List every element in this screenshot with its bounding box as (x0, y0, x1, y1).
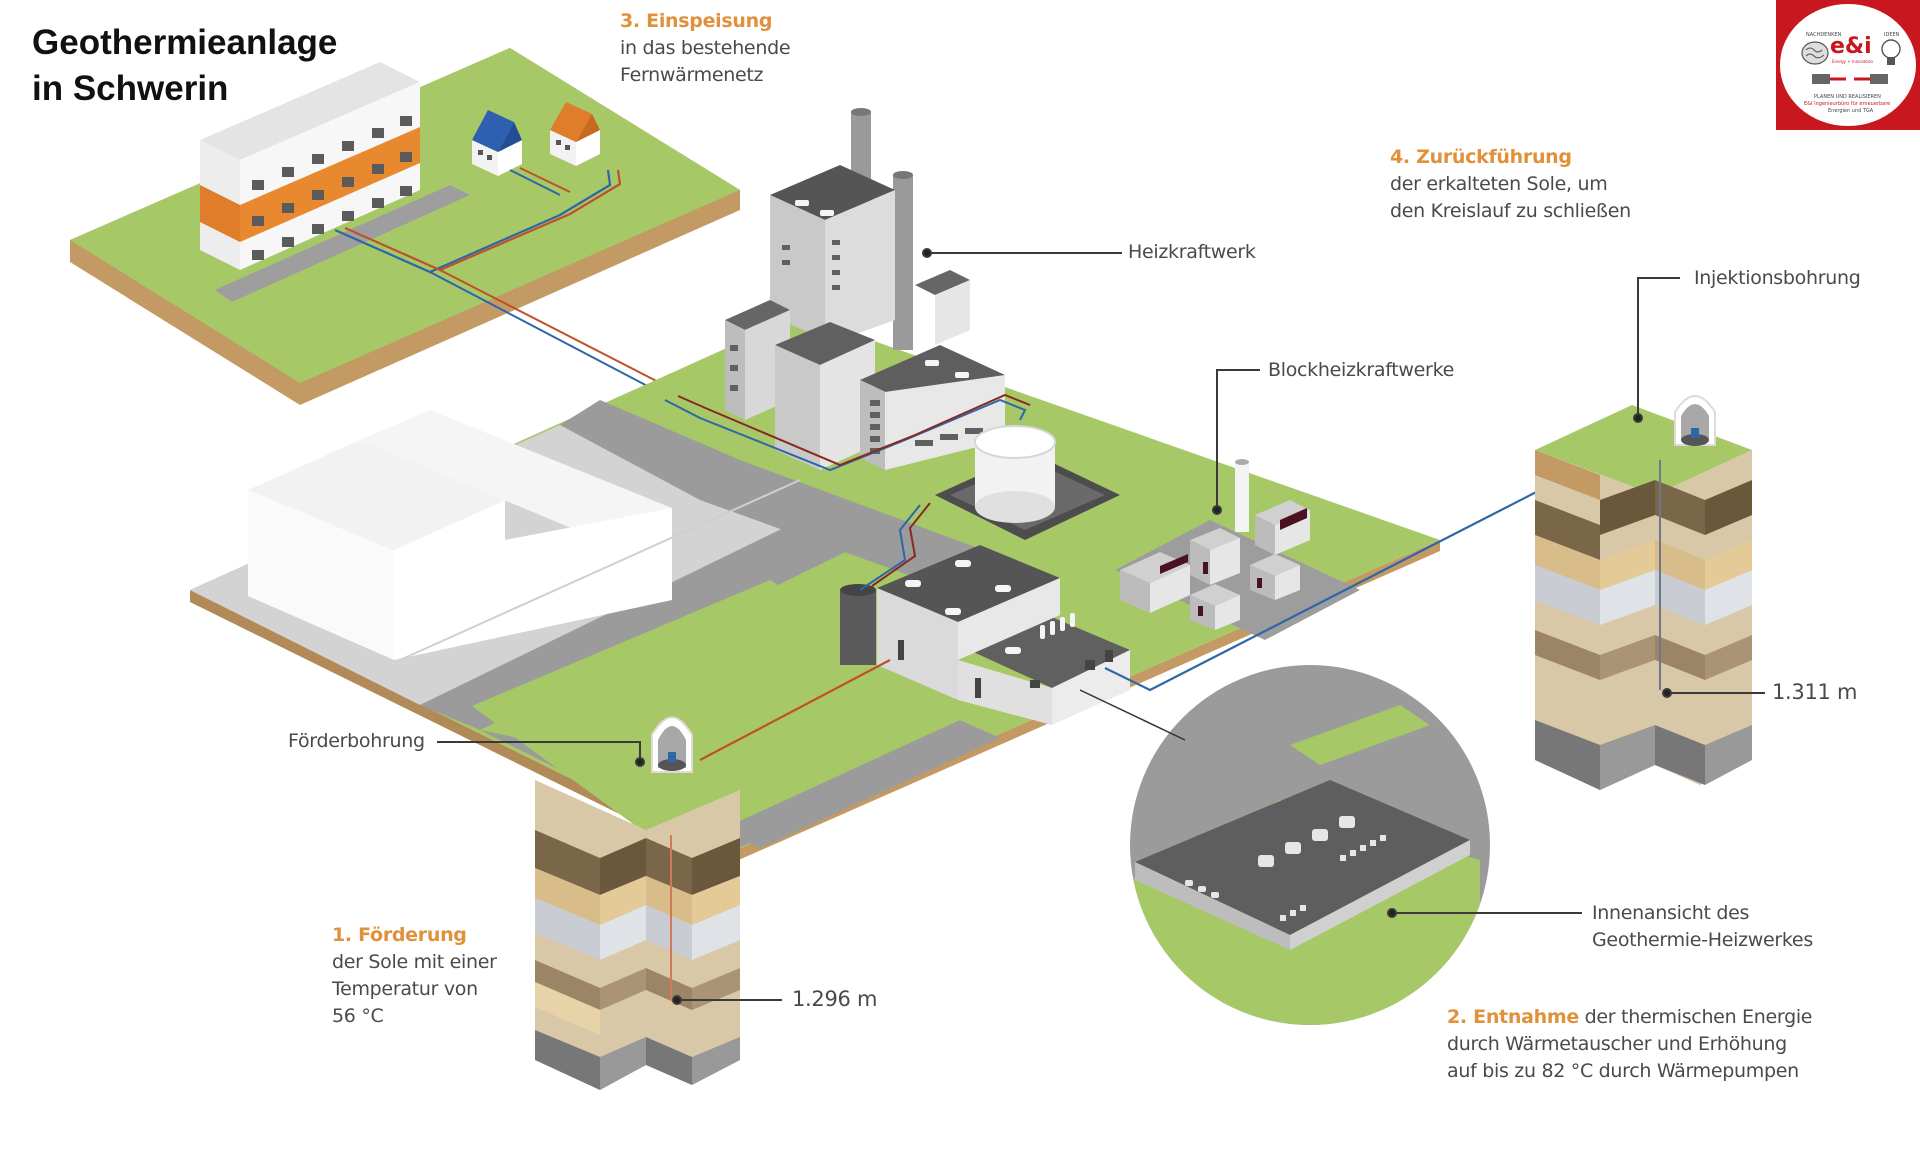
residential-road (215, 185, 470, 302)
residential-plot (70, 48, 740, 405)
blockheizkraftwerke-area (1115, 459, 1360, 640)
silo (840, 590, 876, 665)
callout-innenansicht-line-2: Geothermie-Heizwerkes (1592, 929, 1813, 951)
callout-injektionsbohrung: Injektionsbohrung (1694, 267, 1861, 289)
pipe-heizwerk-plant-cold (859, 504, 921, 591)
callout-innenansicht: Innenansicht des Geothermie-Heizwerkes (1592, 900, 1813, 954)
pipe-hot-to-production (699, 659, 891, 761)
road-bottom-right (720, 720, 1000, 848)
callout-depth-production: 1.296 m (792, 987, 878, 1011)
step-entnahme-heading: 2. Entnahme (1447, 1006, 1579, 1028)
leader-blockheizkraftwerke (1216, 369, 1260, 510)
callout-lines (437, 248, 1765, 1005)
page-title: Geothermieanlage in Schwerin (32, 20, 337, 112)
step-entnahme-line-0: der thermischen Energie (1578, 1006, 1813, 1028)
pipe-hot-house (519, 167, 571, 193)
platform-soil-left (190, 590, 725, 866)
storage-tank (935, 425, 1120, 540)
injection-wellhead (1674, 395, 1716, 446)
logo-line-1: PLANEN UND REALISIEREN (1814, 94, 1881, 100)
bhkw-unit (1255, 500, 1310, 555)
interior-view-magnifier (1079, 665, 1490, 1025)
bhkw-unit (1120, 552, 1190, 613)
step-foerderung-line-1: der Sole mit einer (332, 951, 497, 973)
fence (399, 479, 801, 661)
chimney-second (893, 175, 913, 350)
geothermie-heizwerk-building (840, 545, 1130, 725)
bhkw-unit (1190, 528, 1240, 585)
bhkw-unit (1250, 554, 1300, 600)
callout-innenansicht-line-1: Innenansicht des (1592, 902, 1750, 924)
pipe-cold-residential (334, 169, 612, 274)
apartment-block (200, 62, 420, 270)
step-foerderung-line-2: Temperatur von (332, 978, 478, 1000)
step-foerderung: 1. Förderung der Sole mit einer Temperat… (332, 922, 497, 1030)
green-parcel-lower (472, 580, 960, 840)
production-borehole-column (535, 780, 740, 1090)
step-zurueckfuehrung-line-1: der erkalteten Sole, um (1390, 173, 1608, 195)
logo-top-left: NACHDENKEN (1806, 32, 1842, 38)
leader-injektionsbohrung (1637, 277, 1680, 418)
step-einspeisung-heading: 3. Einspeisung (620, 10, 773, 32)
house-orange-roof (550, 102, 600, 166)
step-entnahme: 2. Entnahme der thermischen Energie durc… (1447, 1004, 1813, 1085)
plug-icon (1812, 74, 1888, 84)
callout-foerderbohrung: Förderbohrung (288, 730, 425, 752)
step-entnahme-line-1: durch Wärmetauscher und Erhöhung (1447, 1033, 1787, 1055)
step-einspeisung-line-2: Fernwärmenetz (620, 64, 764, 86)
production-wellhead (651, 716, 693, 773)
title-line-1: Geothermieanlage (32, 23, 338, 62)
step-zurueckfuehrung-heading: 4. Zurückführung (1390, 146, 1572, 168)
injection-top-grass (1535, 405, 1752, 495)
step-einspeisung: 3. Einspeisung in das bestehende Fernwär… (620, 8, 791, 89)
logo-mark: e&i (1830, 34, 1872, 59)
leader-foerderbohrung (437, 741, 641, 762)
logo-line-2: E&I Ingenieurbüro für erneuerbare (1804, 101, 1891, 107)
pipe-hot-residential (344, 169, 622, 272)
logo-top-right: IDEEN (1884, 32, 1900, 38)
logo-badge: NACHDENKEN IDEEN e&i Energy + Innovation… (1780, 4, 1916, 126)
bhkw-chimney (1235, 462, 1249, 532)
house-blue-roof (472, 110, 522, 176)
logo-line-3: Energien und TGA (1828, 108, 1874, 114)
step-foerderung-heading: 1. Förderung (332, 924, 467, 946)
callout-heizkraftwerk: Heizkraftwerk (1128, 241, 1256, 263)
lightbulb-icon (1881, 39, 1901, 65)
pipe-heizwerk-plant-hot (871, 502, 931, 587)
title-line-2: in Schwerin (32, 69, 229, 108)
bhkw-unit (1190, 584, 1240, 630)
brain-icon (1801, 41, 1829, 65)
main-platform (190, 315, 1440, 866)
road-central (560, 400, 1010, 590)
pipe-cold-house (509, 169, 561, 196)
callout-blockheizkraftwerke: Blockheizkraftwerke (1268, 359, 1454, 381)
injection-borehole-column (1535, 395, 1752, 790)
road-main (420, 520, 860, 730)
magnifier-connector (1079, 689, 1186, 741)
step-entnahme-line-2: auf bis zu 82 °C durch Wärmepumpen (1447, 1060, 1799, 1082)
company-logo[interactable]: NACHDENKEN IDEEN e&i Energy + Innovation… (1776, 0, 1920, 130)
step-einspeisung-line-1: in das bestehende (620, 37, 791, 59)
step-foerderung-line-3: 56 °C (332, 1005, 384, 1027)
warehouse-white (248, 410, 672, 660)
step-zurueckfuehrung: 4. Zurückführung der erkalteten Sole, um… (1390, 144, 1631, 225)
logo-tagline: Energy + Innovation (1832, 59, 1874, 64)
callout-depth-injection: 1.311 m (1772, 680, 1858, 704)
pipe-hot-plant-loop (677, 393, 1031, 467)
step-zurueckfuehrung-line-2: den Kreislauf zu schließen (1390, 200, 1631, 222)
